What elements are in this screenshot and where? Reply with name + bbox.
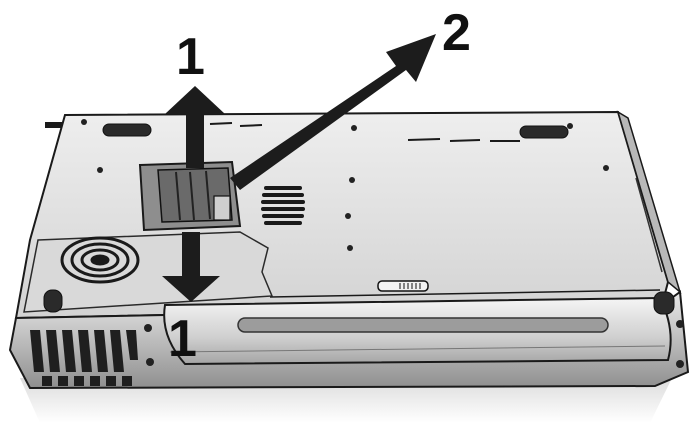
battery-groove (238, 318, 608, 332)
rubber-foot-rear-left (103, 124, 151, 136)
step-label-out: 2 (442, 4, 471, 62)
rubber-foot-front-left (44, 290, 62, 312)
step-label-up: 1 (176, 28, 205, 86)
fan-grille (62, 238, 138, 282)
rubber-foot-front-right (654, 292, 674, 314)
step-label-down: 1 (168, 310, 197, 368)
rubber-foot-rear-right (520, 126, 568, 138)
